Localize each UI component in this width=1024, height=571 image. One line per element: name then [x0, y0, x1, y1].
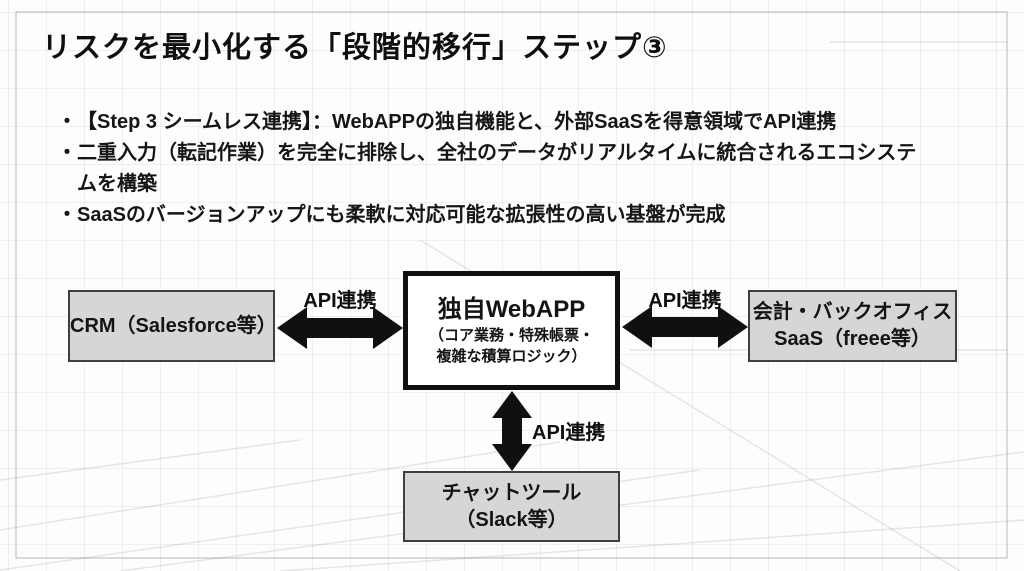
slide-title: リスクを最小化する「段階的移行」ステップ③ — [42, 32, 668, 64]
crm-node: CRM（Salesforce等） — [68, 290, 277, 362]
chat-label-line2: （Slack等） — [455, 508, 568, 531]
webapp-subtitle-line2: 複雑な積算ロジック） — [436, 347, 587, 365]
bullet-text: SaaSのバージョンアップにも柔軟に対応可能な拡張性の高い基盤が完成 — [77, 204, 726, 226]
api-label-bottom: API連携 — [532, 422, 606, 444]
bullet-item: ・ 【Step 3 シームレス連携】：WebAPPの独自機能と、外部SaaSを得… — [57, 107, 962, 138]
webapp-title: 独自WebAPP — [437, 295, 586, 323]
bullet-text: 【Step 3 シームレス連携】：WebAPPの独自機能と、外部SaaSを得意領… — [77, 111, 837, 133]
bullet-list: ・ 【Step 3 シームレス連携】：WebAPPの独自機能と、外部SaaSを得… — [57, 107, 962, 231]
bullet-text: 二重入力（転記作業）を完全に排除し、全社のデータがリアルタイムに統合されるエコシ… — [77, 142, 917, 195]
chat-node: チャットツール （Slack等） — [403, 471, 620, 542]
bullet-marker: ・ — [57, 204, 77, 226]
saas-node: 会計・バックオフィス SaaS（freee等） — [748, 290, 957, 362]
bullet-marker: ・ — [57, 111, 77, 133]
bullet-item: ・ SaaSのバージョンアップにも柔軟に対応可能な拡張性の高い基盤が完成 — [57, 200, 962, 231]
bullet-item: ・ 二重入力（転記作業）を完全に排除し、全社のデータがリアルタイムに統合されるエ… — [57, 138, 962, 200]
saas-label-line2: SaaS（freee等） — [774, 328, 931, 350]
chat-label-line1: チャットツール — [441, 481, 582, 504]
slide-frame — [15, 11, 1008, 559]
api-label-right: API連携 — [648, 290, 722, 312]
webapp-subtitle-line1: （コア業務・特殊帳票・ — [428, 326, 594, 344]
webapp-node: 独自WebAPP （コア業務・特殊帳票・ 複雑な積算ロジック） — [403, 271, 620, 390]
bullet-marker: ・ — [57, 142, 77, 164]
crm-label: CRM（Salesforce等） — [70, 314, 277, 337]
saas-label-line1: 会計・バックオフィス — [752, 301, 953, 323]
api-label-left: API連携 — [303, 290, 377, 312]
